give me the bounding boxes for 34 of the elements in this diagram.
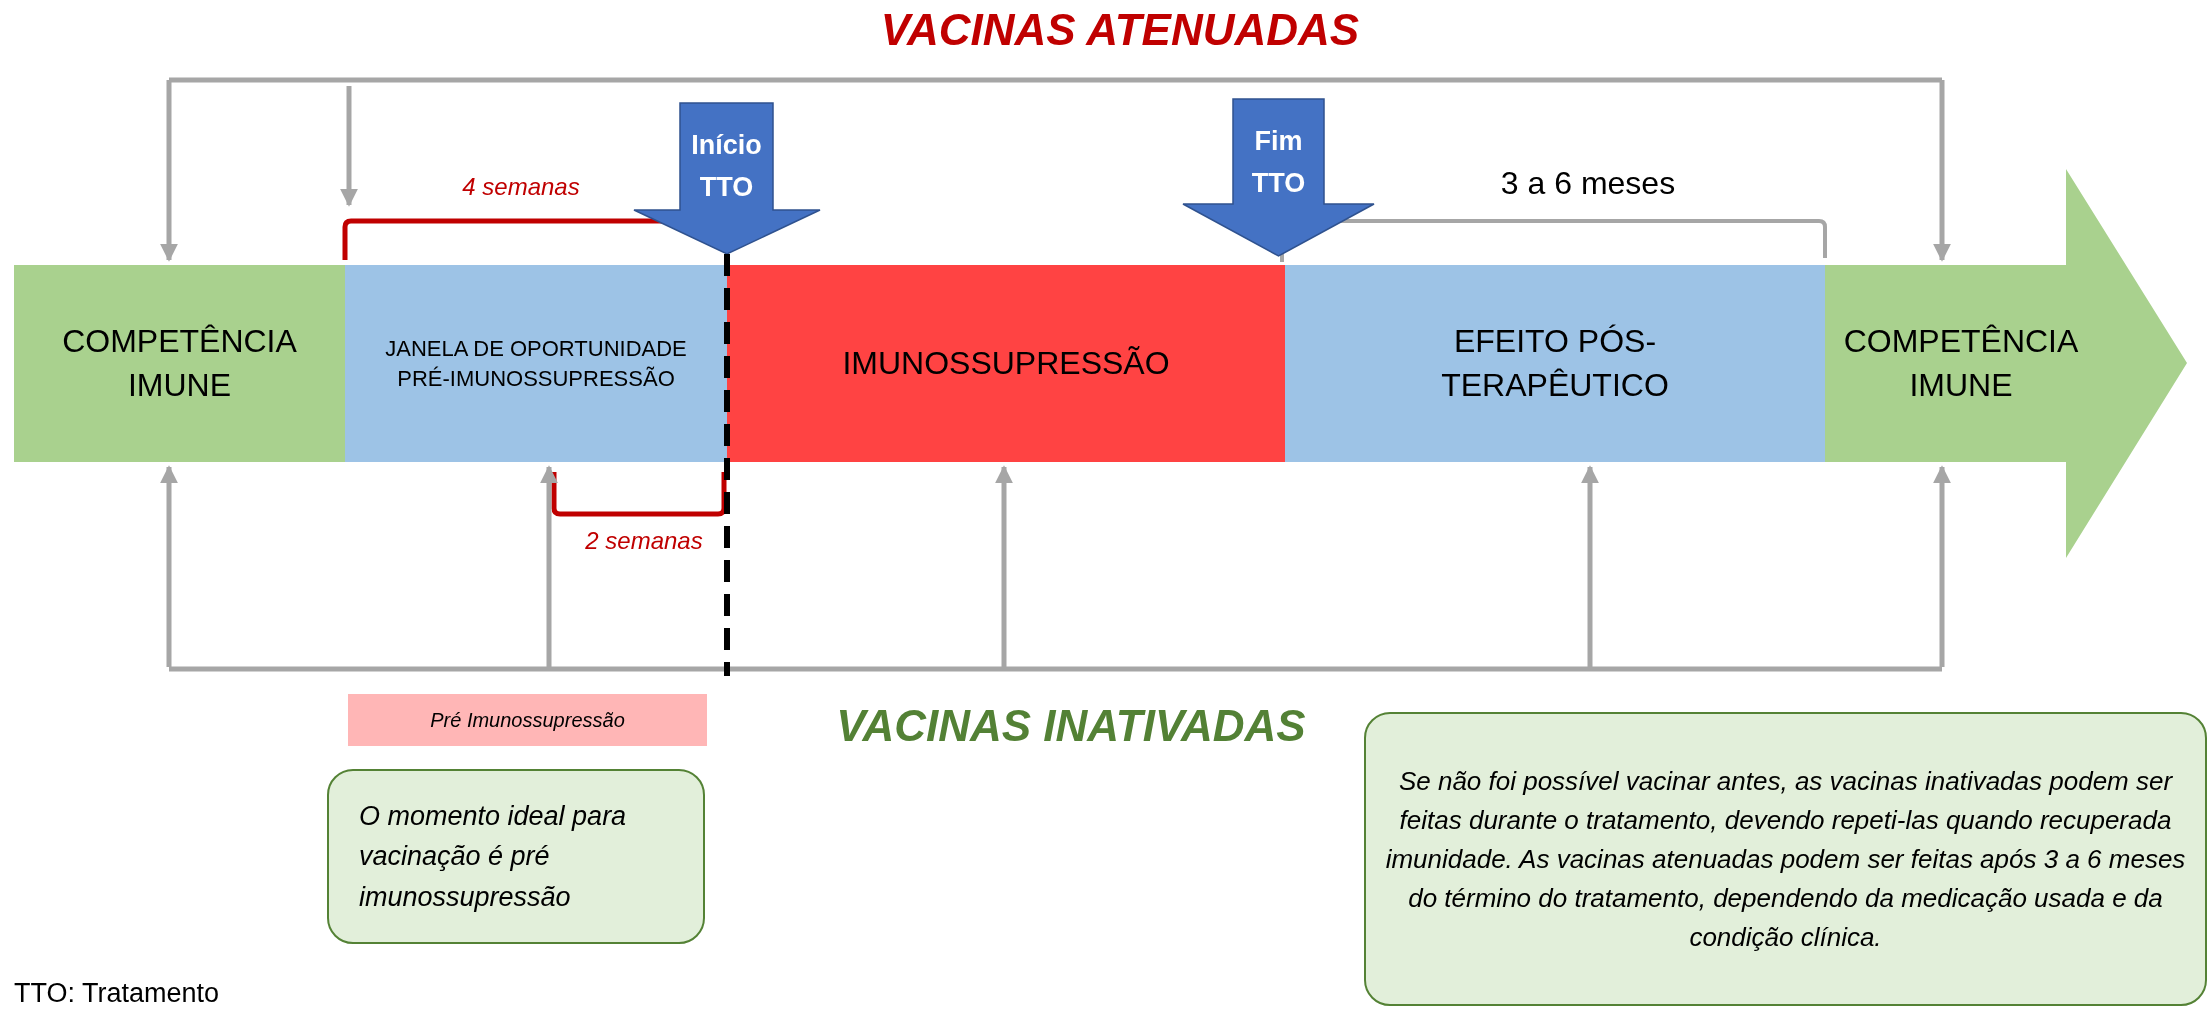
down-arrow xyxy=(634,103,820,254)
arrow-label: Fim TTO xyxy=(1250,125,1307,200)
timeline-arrow-head xyxy=(1825,169,2187,558)
highlight-box xyxy=(348,694,707,746)
section-heading: VACINAS ATENUADAS xyxy=(880,5,1360,55)
arrow xyxy=(160,80,178,262)
timeline-segment xyxy=(727,265,1285,462)
segment-label: IMUNOSSUPRESSÃO xyxy=(842,343,1170,383)
segment-label: COMPETÊNCIA IMUNE xyxy=(1842,322,2080,405)
note-box xyxy=(327,769,705,944)
duration-label: 2 semanas xyxy=(585,527,703,555)
arrow xyxy=(160,465,178,667)
duration-label: 4 semanas xyxy=(462,173,580,201)
note-text: Pré Imunossupressão xyxy=(430,708,625,732)
segment-label: EFEITO PÓS-TERAPÊUTICO xyxy=(1440,322,1670,405)
arrow-label: Início TTO xyxy=(690,129,763,204)
note-box xyxy=(1364,712,2207,1006)
note-text: Se não foi possível vacinar antes, as vacinas inativadas podem ser feitas durante o tratamento, devendo repeti-las quando recuperada imunidade. As vacinas atenuadas podem ser feitas após 3 a 6 meses do término do tratamento, dependendo da medicação usada e da condição clínica. xyxy=(1384,764,2187,954)
down-arrow xyxy=(1183,99,1374,256)
arrow xyxy=(1933,80,1951,262)
arrow xyxy=(1933,465,1951,667)
timeline-segment xyxy=(14,265,345,462)
duration-label: 3 a 6 meses xyxy=(1500,164,1676,202)
timeline-segment xyxy=(1285,265,1825,462)
arrow xyxy=(995,465,1013,667)
arrow xyxy=(340,86,358,207)
segment-label: JANELA DE OPORTUNIDADE PRÉ-IMUNOSSUPRESSÃO xyxy=(385,334,687,393)
note-text: O momento ideal para vacinação é pré imunossupressão xyxy=(359,799,628,914)
footnote: TTO: Tratamento xyxy=(14,977,220,1009)
segment-label: COMPETÊNCIA IMUNE xyxy=(61,322,298,405)
arrow xyxy=(540,465,558,667)
section-heading: VACINAS INATIVADAS xyxy=(836,701,1306,751)
arrow xyxy=(1581,465,1599,667)
timeline-segment xyxy=(345,265,727,462)
